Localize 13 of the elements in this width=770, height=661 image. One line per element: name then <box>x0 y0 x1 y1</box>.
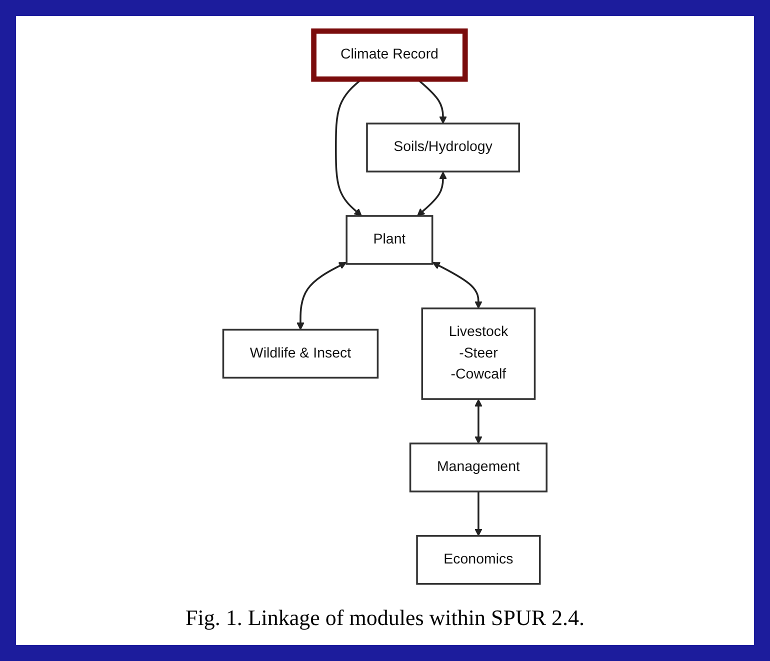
node-box: Soils/Hydrology <box>366 122 520 172</box>
node-box: Climate Record <box>311 28 468 82</box>
node-box: Wildlife & Insect <box>222 328 379 379</box>
arrow <box>474 399 482 444</box>
node-box: Economics <box>416 535 541 585</box>
node-box: Management <box>409 442 548 492</box>
arrow <box>296 262 347 330</box>
arrow <box>417 172 448 216</box>
figure-caption: Fig. 1. Linkage of modules within SPUR 2.4. <box>185 605 585 631</box>
node-box: Plant <box>346 215 434 265</box>
arrow <box>474 491 482 536</box>
node-box: Livestock -Steer -Cowcalf <box>421 308 536 400</box>
arrow <box>432 262 482 309</box>
